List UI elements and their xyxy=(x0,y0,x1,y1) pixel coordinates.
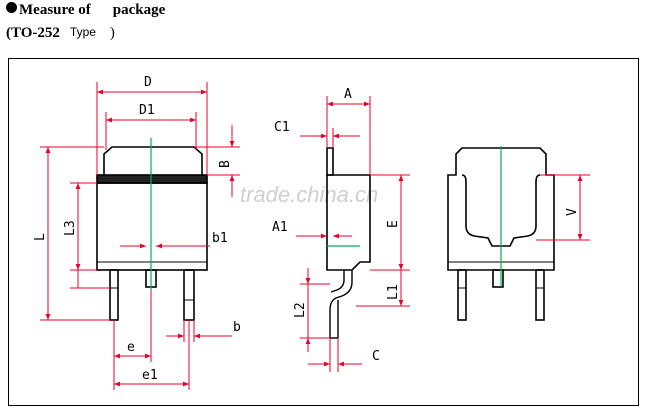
bottom-dimensions xyxy=(536,174,590,241)
label-V: V xyxy=(565,208,580,216)
side-lead xyxy=(329,270,353,338)
label-e1: e1 xyxy=(142,368,158,383)
package-type: Type xyxy=(69,25,96,39)
bullet-icon xyxy=(6,2,17,13)
closing-paren: ) xyxy=(109,25,115,41)
package-code: (TO-252 xyxy=(6,25,60,41)
label-L3: L3 xyxy=(63,220,78,236)
title-line-1: Measure of package xyxy=(6,2,165,19)
label-C: C xyxy=(372,349,380,364)
front-lead-left xyxy=(109,269,119,321)
bottom-lead-right xyxy=(535,269,545,321)
label-e: e xyxy=(127,340,135,355)
label-A: A xyxy=(344,87,352,102)
label-L1: L1 xyxy=(386,284,401,300)
front-dimensions xyxy=(40,82,240,390)
bottom-view xyxy=(447,147,555,321)
label-D1: D1 xyxy=(139,103,155,118)
drawing-frame xyxy=(8,58,639,406)
label-L2: L2 xyxy=(293,302,308,318)
bottom-lead-left xyxy=(457,269,467,321)
bottom-outline xyxy=(447,147,555,271)
label-B: B xyxy=(218,160,233,168)
side-tab-outline xyxy=(326,147,334,176)
side-dimensions xyxy=(296,96,410,372)
label-b: b xyxy=(233,320,241,335)
label-C1: C1 xyxy=(274,120,290,135)
label-E: E xyxy=(386,220,401,228)
side-body-outline xyxy=(326,174,371,271)
watermark-text: trade.china.cn xyxy=(240,182,378,207)
front-view xyxy=(96,146,208,321)
label-L: L xyxy=(33,233,48,241)
label-D: D xyxy=(144,75,152,90)
label-A1: A1 xyxy=(272,220,288,235)
side-view xyxy=(326,147,371,339)
title-line-2: (TO-252 Type) xyxy=(6,25,115,42)
front-lead-right xyxy=(183,269,195,321)
front-body-outline xyxy=(96,182,208,271)
front-top-strip xyxy=(96,174,208,184)
bottom-lead-center xyxy=(492,269,504,288)
title-measure: Measure of xyxy=(19,2,91,18)
front-tab-outline xyxy=(103,146,203,175)
title-package: package xyxy=(112,2,166,18)
label-b1: b1 xyxy=(212,231,228,246)
